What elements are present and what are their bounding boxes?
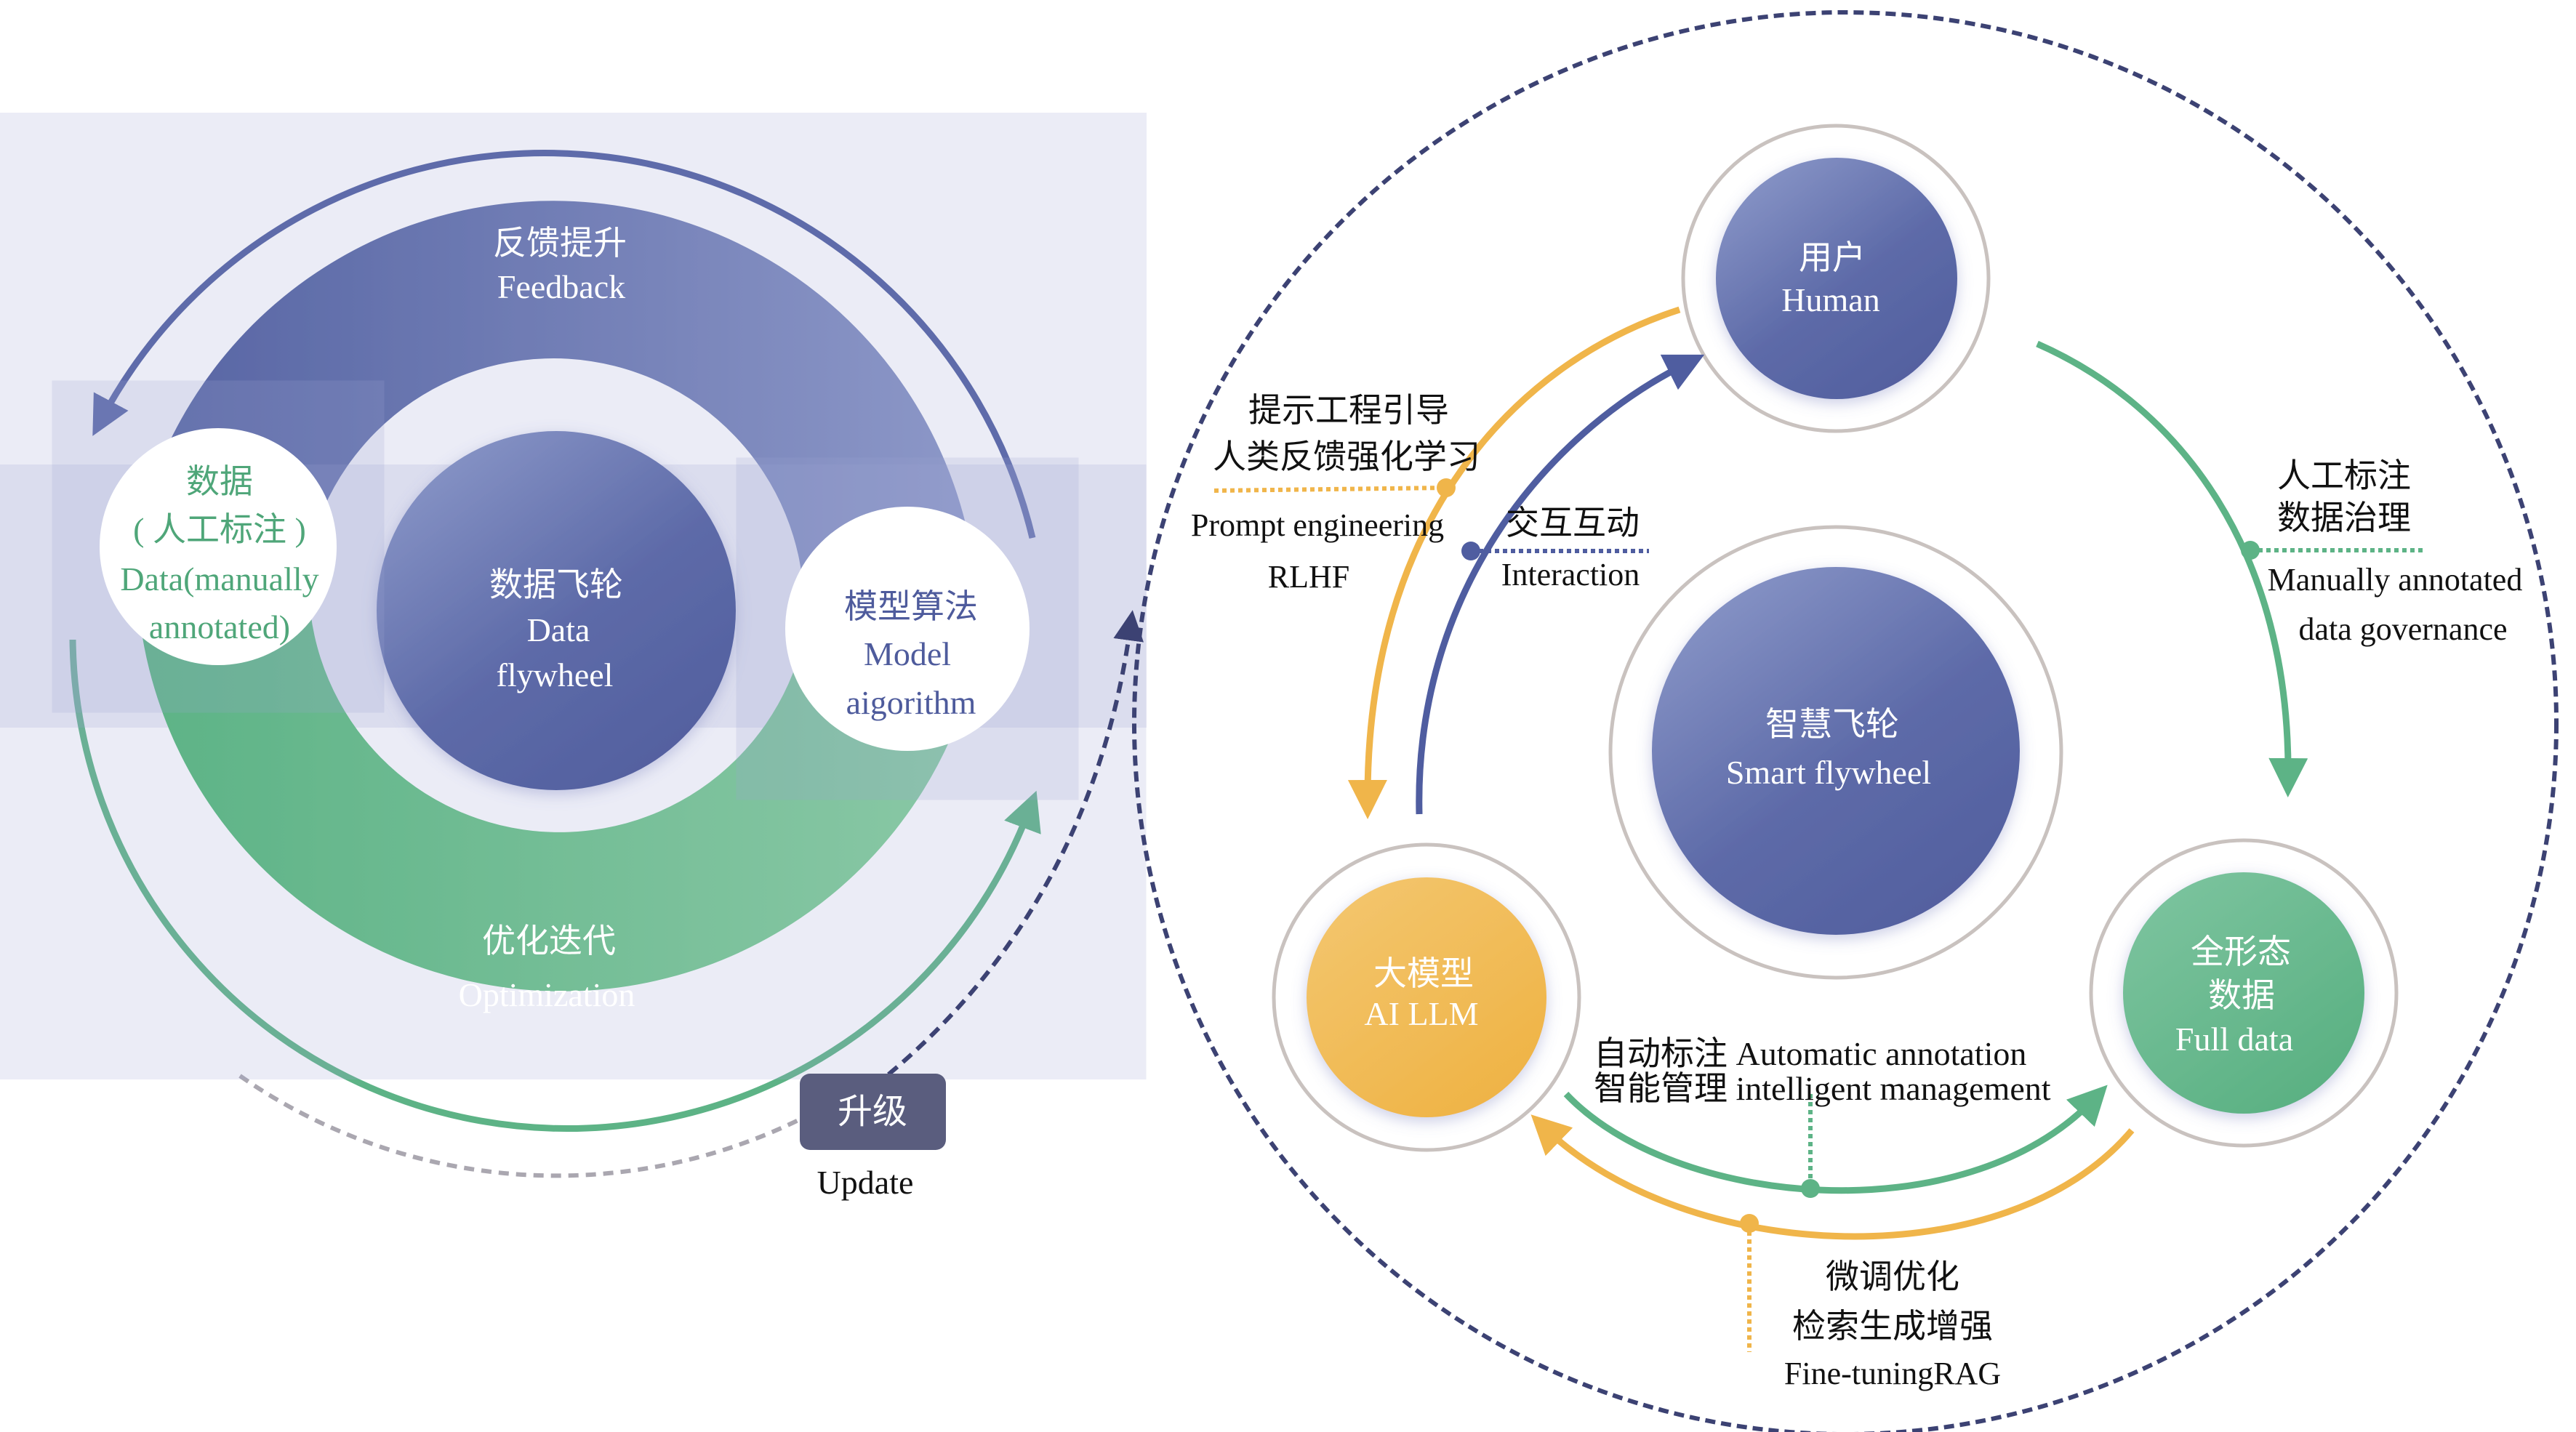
auto-line-1: 自动标注 Automatic annotation: [1594, 1035, 2026, 1072]
update-dashed-path: [887, 610, 1144, 1077]
full-data-node: [2123, 872, 2364, 1114]
smart-core-en: Smart flywheel: [1726, 754, 1931, 791]
gray-dashed-arc: [238, 1074, 801, 1178]
interaction-arrow: [1416, 354, 1705, 815]
update-en: Update: [817, 1164, 914, 1201]
data-node-en-1: Data(manually: [120, 560, 318, 598]
manual-en-1: Manually annotated: [2268, 562, 2523, 598]
llm-zh: 大模型: [1373, 955, 1474, 992]
data-node-zh-sub: ( 人工标注 ): [133, 511, 306, 548]
prompt-zh-2: 人类反馈强化学习: [1213, 438, 1480, 475]
manual-zh-1: 人工标注: [2277, 457, 2411, 494]
smart-flywheel: 用户 Human 智慧飞轮 Smart flywheel 大模型 AI LLM …: [1132, 10, 2559, 1432]
update-zh: 升级: [838, 1093, 907, 1131]
auto-dot: [1801, 1179, 1820, 1198]
center-ring: [1608, 525, 2063, 980]
human-ring: [1681, 124, 1991, 433]
auto-annotation-arrow: [1563, 1085, 2108, 1194]
optimization-en: Optimization: [459, 976, 635, 1013]
data-node: [100, 428, 337, 665]
core-zh: 数据飞轮: [489, 566, 623, 603]
interaction-zh: 交互互动: [1506, 504, 1640, 542]
llm-en: AI LLM: [1364, 995, 1478, 1032]
llm-node: [1307, 877, 1546, 1117]
manual-zh-2: 数据治理: [2277, 499, 2411, 536]
finetune-zh-1: 微调优化: [1826, 1258, 1959, 1295]
data-node-en-2: annotated): [149, 608, 290, 645]
smart-flywheel-core: [1652, 567, 2020, 935]
full-data-zh-2: 数据: [2208, 977, 2275, 1014]
auto-line-2: 智能管理 intelligent management: [1594, 1070, 2051, 1107]
optimization-zh: 优化迭代: [482, 922, 616, 960]
prompt-leader: [1213, 486, 1447, 493]
human-zh: 用户: [1799, 239, 1866, 276]
smart-core-zh: 智慧飞轮: [1765, 706, 1899, 743]
optimization-arc-arrow: [69, 639, 1041, 1132]
full-data-zh-1: 全形态: [2191, 933, 2291, 970]
finetune-arrow: [1530, 1114, 2135, 1240]
model-node-en-1: Model: [864, 635, 951, 672]
interaction-dot: [1461, 542, 1480, 560]
prompt-dot: [1437, 478, 1456, 497]
update-button[interactable]: [800, 1074, 946, 1150]
feedback-en: Feedback: [497, 268, 625, 305]
data-node-zh: 数据: [186, 463, 253, 500]
finetune-dot: [1740, 1214, 1759, 1233]
optimization-ring: [136, 552, 979, 991]
llm-ring: [1272, 842, 1581, 1152]
manual-dot: [2241, 541, 2260, 560]
core-en-1: Data: [527, 611, 590, 648]
manual-en-2: data governance: [2298, 611, 2507, 647]
core-en-2: flywheel: [497, 656, 614, 693]
full-data-en: Full data: [2175, 1021, 2293, 1058]
feedback-ring: [137, 201, 979, 640]
human-en: Human: [1781, 281, 1879, 318]
finetune-en: Fine-tuningRAG: [1784, 1356, 2001, 1391]
feedback-zh: 反馈提升: [493, 225, 627, 262]
data-flywheel: 反馈提升 Feedback 数据飞轮 Data flywheel 数据 ( 人工…: [69, 150, 1041, 1178]
prompt-arrow: [1347, 306, 1681, 819]
feedback-arc-arrow: [92, 150, 1036, 539]
model-node: [785, 507, 1030, 751]
manual-annotation-arrow: [2036, 340, 2308, 797]
prompt-en-1: Prompt engineering: [1191, 507, 1444, 543]
model-node-zh: 模型算法: [844, 588, 978, 625]
full-data-ring: [2089, 838, 2399, 1148]
update-link: 升级 Update: [800, 610, 1144, 1201]
data-flywheel-core: [377, 431, 736, 790]
finetune-zh-2: 检索生成增强: [1792, 1308, 1993, 1345]
model-node-en-2: aigorithm: [846, 684, 976, 721]
prompt-zh-1: 提示工程引导: [1248, 392, 1449, 429]
outer-dashed-circle: [1132, 10, 2559, 1432]
prompt-en-2: RLHF: [1268, 559, 1349, 595]
interaction-en: Interaction: [1501, 557, 1640, 592]
human-node: [1716, 158, 1957, 399]
